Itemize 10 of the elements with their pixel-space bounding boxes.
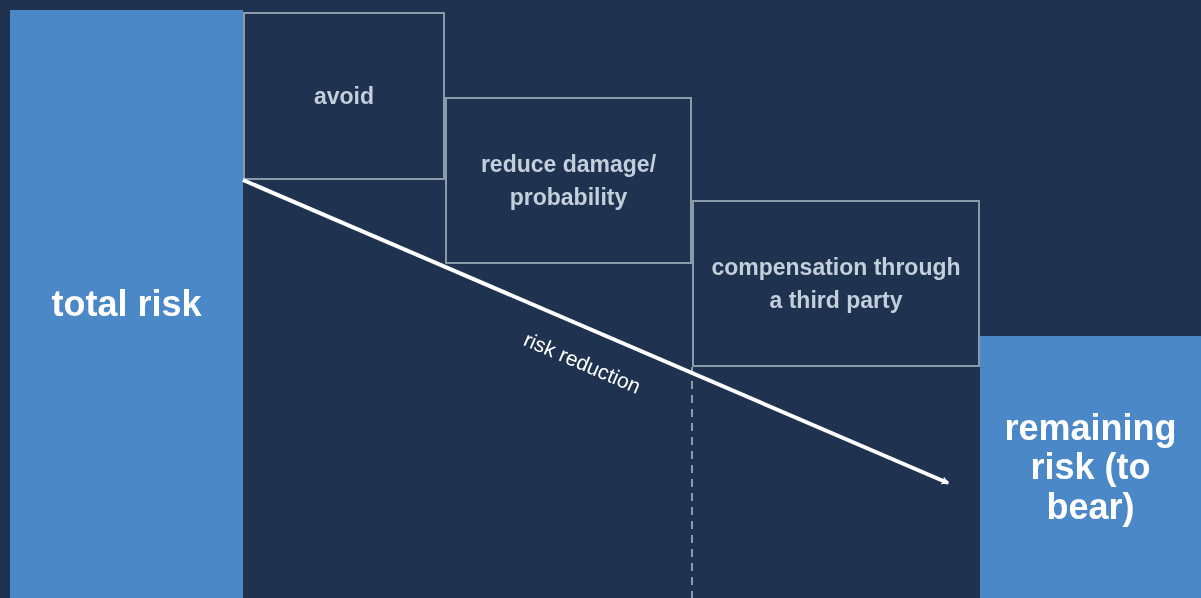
node-label: reduce damage/ probability <box>479 150 658 212</box>
node-label: avoid <box>313 81 375 111</box>
node-label: remaining risk (to bear) <box>1003 407 1178 527</box>
risk-bar <box>980 336 1201 598</box>
measure-box <box>243 12 445 180</box>
risk-bar <box>10 10 243 598</box>
node-label: compensation through a third party <box>710 253 962 315</box>
measure-box <box>445 97 692 264</box>
node-label: total risk <box>51 284 202 324</box>
measure-box <box>692 200 980 367</box>
